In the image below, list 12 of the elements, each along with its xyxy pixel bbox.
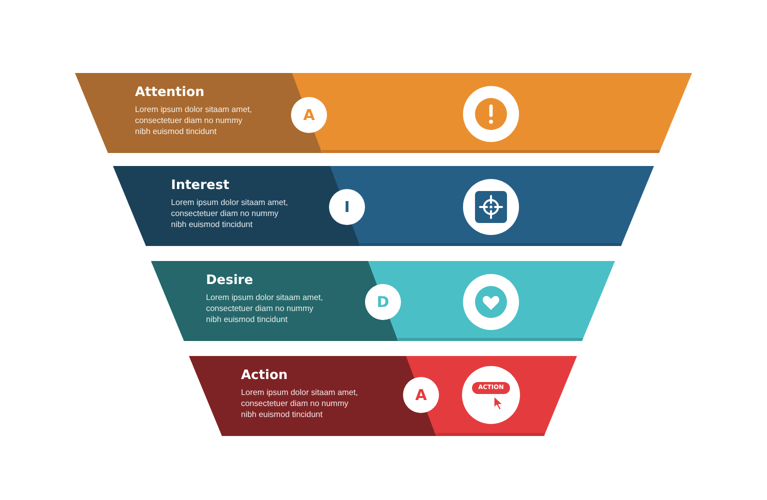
funnel-stage-band [151, 261, 615, 341]
stage-description: Lorem ipsum dolor sitaam amet, consectetuer diam no nummy nibh euismod tincidunt [135, 104, 253, 137]
stage-title: Attention [135, 85, 204, 101]
stage-title: Interest [171, 178, 230, 194]
funnel-stage-band [113, 166, 654, 246]
stage-description: Lorem ipsum dolor sitaam amet, consectetuer diam no nummy nibh euismod tincidunt [206, 292, 324, 325]
funnel-stage-band [189, 356, 577, 436]
stage-title: Action [241, 368, 288, 384]
stage-description: Lorem ipsum dolor sitaam amet, consectetuer diam no nummy nibh euismod tincidunt [241, 387, 359, 420]
stage-description: Lorem ipsum dolor sitaam amet, consectetuer diam no nummy nibh euismod tincidunt [171, 197, 289, 230]
funnel-stage-band [75, 73, 692, 153]
stage-title: Desire [206, 273, 254, 289]
